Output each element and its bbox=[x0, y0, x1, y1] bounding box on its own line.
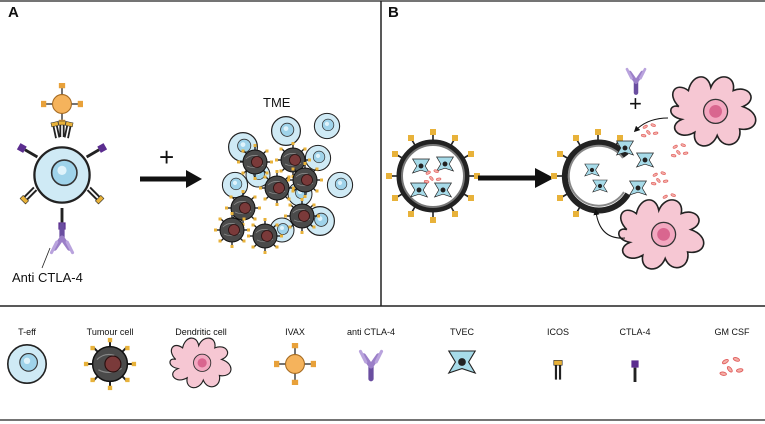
anti-ctla4-antibody-b bbox=[627, 69, 645, 92]
tme-label: TME bbox=[263, 95, 291, 110]
legend-label-dendritic: Dendritic cell bbox=[175, 327, 227, 337]
legend-label-teff: T-eff bbox=[18, 327, 36, 337]
dendritic-cell-top bbox=[669, 76, 757, 147]
legend-icon-antibody bbox=[361, 351, 382, 378]
legend-icon-tumour bbox=[82, 336, 138, 392]
ivax-on-tcell bbox=[40, 82, 84, 126]
legend-label-icos: ICOS bbox=[546, 327, 570, 337]
panel-a-label: A bbox=[8, 4, 19, 21]
panel-b-label: B bbox=[388, 4, 399, 21]
lysed-tumour-cell bbox=[551, 129, 631, 217]
dendritic-cell-bottom bbox=[617, 199, 705, 270]
legend-icon-ctla4 bbox=[631, 360, 639, 382]
legend-icon-tvec bbox=[448, 350, 476, 374]
curved-arrow-top bbox=[633, 117, 669, 133]
tumour-cell-with-tvec bbox=[386, 129, 480, 223]
legend-label-ctla4: CTLA-4 bbox=[619, 327, 651, 337]
anti-ctla4-antibody bbox=[52, 225, 73, 252]
legend-icon-dendritic bbox=[169, 337, 232, 389]
tme-cluster bbox=[213, 112, 354, 255]
panel-a-t-cell-group bbox=[16, 82, 108, 269]
legend-icon-icos bbox=[553, 360, 563, 380]
plus-sign-b: + bbox=[629, 91, 642, 116]
legend-label-tvec: TVEC bbox=[449, 327, 475, 337]
legend-label-antictla4: anti CTLA-4 bbox=[346, 327, 396, 337]
legend-icon-teff bbox=[6, 343, 48, 385]
plus-sign-a: + bbox=[159, 142, 175, 172]
anti-ctla4-callout: Anti CTLA-4 bbox=[12, 270, 83, 285]
legend-label-tumour: Tumour cell bbox=[86, 327, 134, 337]
legend-label-ivax: IVAX bbox=[285, 327, 305, 337]
legend-icon-gmcsf bbox=[719, 356, 744, 377]
curved-arrow-bottom bbox=[593, 209, 626, 239]
legend-label-gmcsf: GM CSF bbox=[714, 327, 750, 337]
legend-icon-ivax bbox=[273, 342, 317, 386]
